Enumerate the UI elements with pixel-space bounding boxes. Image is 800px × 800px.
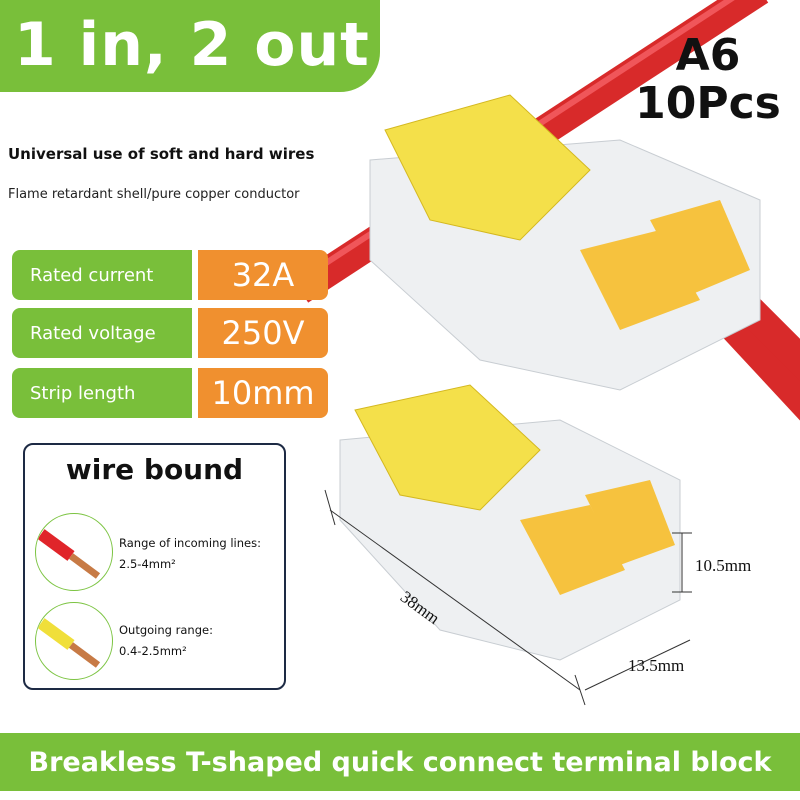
wire-bound-title: wire bound <box>65 453 244 486</box>
dimension-lines <box>324 489 692 706</box>
spec-row-voltage: Rated voltage 250V <box>12 308 328 358</box>
incoming-range: Range of incoming lines: 2.5-4mm² <box>119 533 261 575</box>
spec-value: 250V <box>198 308 328 358</box>
feature-subtext: Flame retardant shell/pure copper conduc… <box>8 187 300 202</box>
incoming-label: Range of incoming lines: <box>119 536 261 550</box>
feature-heading: Universal use of soft and hard wires <box>8 145 315 163</box>
spec-row-strip: Strip length 10mm <box>12 368 328 418</box>
model-name: A6 <box>675 30 741 81</box>
spec-label: Strip length <box>12 368 192 418</box>
outgoing-range: Outgoing range: 0.4-2.5mm² <box>119 620 213 662</box>
model-quantity: 10Pcs <box>635 78 781 129</box>
spec-value: 10mm <box>198 368 328 418</box>
model-info: A6 10Pcs <box>628 32 788 128</box>
spec-row-current: Rated current 32A <box>12 250 328 300</box>
dimension-height: 10.5mm <box>695 556 752 575</box>
outgoing-value: 0.4-2.5mm² <box>119 644 187 658</box>
outgoing-label: Outgoing range: <box>119 623 213 637</box>
spec-label: Rated voltage <box>12 308 192 358</box>
connector-top <box>369 94 761 391</box>
spec-value: 32A <box>198 250 328 300</box>
red-wire-icon <box>35 513 113 591</box>
connector-bottom <box>339 384 681 661</box>
headline-banner: 1 in, 2 out <box>0 0 380 92</box>
incoming-value: 2.5-4mm² <box>119 557 176 571</box>
footer-banner: Breakless T-shaped quick connect termina… <box>0 733 800 791</box>
spec-label: Rated current <box>12 250 192 300</box>
dimension-width: 13.5mm <box>628 656 685 675</box>
yellow-wire-icon <box>35 602 113 680</box>
wire-bound-box: wire bound Range of incoming lines: 2.5-… <box>23 443 286 690</box>
